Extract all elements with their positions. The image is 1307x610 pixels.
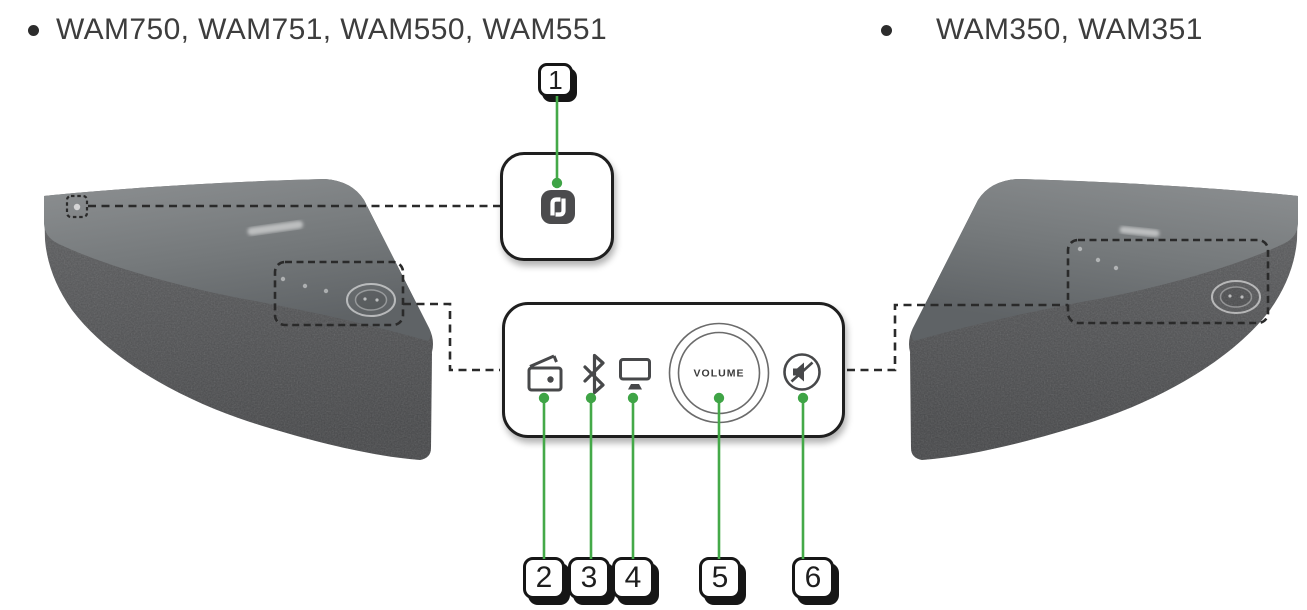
- bullet-dot-left: [28, 25, 39, 36]
- left-speaker-top-surface: [44, 179, 431, 341]
- callout-label-5-volume: 5: [699, 557, 741, 599]
- nfc-tag-mark: [73, 203, 81, 211]
- control-panel-callout-box: VOLUME: [502, 302, 845, 438]
- nfc-callout-box: [500, 152, 614, 261]
- nfc-n-mark-icon: [541, 190, 575, 224]
- callout-label-3-bluetooth: 3: [568, 557, 610, 599]
- tv-soundconnect-icon: [619, 358, 651, 390]
- right-speaker-grille: [909, 179, 1298, 460]
- volume-knob-label: VOLUME: [694, 368, 745, 380]
- model-list-right: WAM350, WAM351: [936, 13, 1203, 46]
- left-panel-dashed-rect: [273, 260, 405, 327]
- callout-label-1-nfc: 1: [538, 63, 573, 97]
- bluetooth-icon: [583, 353, 605, 395]
- nfc-tag-dashed-square: [65, 194, 89, 219]
- callout-label-4-tv: 4: [612, 557, 654, 599]
- left-speaker-volume-wheel: [346, 283, 396, 317]
- volume-knob: VOLUME: [668, 322, 770, 424]
- right-speaker-touch-indicators: [1077, 246, 1119, 271]
- right-panel-dashed-rect: [1066, 238, 1270, 325]
- right-speaker-volume-wheel: [1211, 280, 1261, 314]
- left-speaker-touch-indicators: [280, 276, 329, 294]
- left-speaker-logo: [247, 220, 304, 236]
- callout-label-6-mute: 6: [792, 557, 834, 599]
- callout-label-2-aux: 2: [523, 557, 565, 599]
- left-speaker: [44, 179, 433, 460]
- right-speaker-logo: [1119, 226, 1160, 237]
- aux-mode-icon: [527, 354, 563, 392]
- bullet-dot-right: [881, 25, 892, 36]
- mute-icon: [783, 353, 821, 391]
- model-list-left: WAM750, WAM751, WAM550, WAM551: [56, 13, 608, 46]
- left-speaker-grille: [44, 179, 433, 460]
- left-panel-dashed-connector: [403, 302, 500, 372]
- right-speaker-top-surface: [911, 179, 1298, 341]
- right-panel-dashed-connector: [847, 303, 1068, 372]
- right-speaker: [909, 179, 1298, 460]
